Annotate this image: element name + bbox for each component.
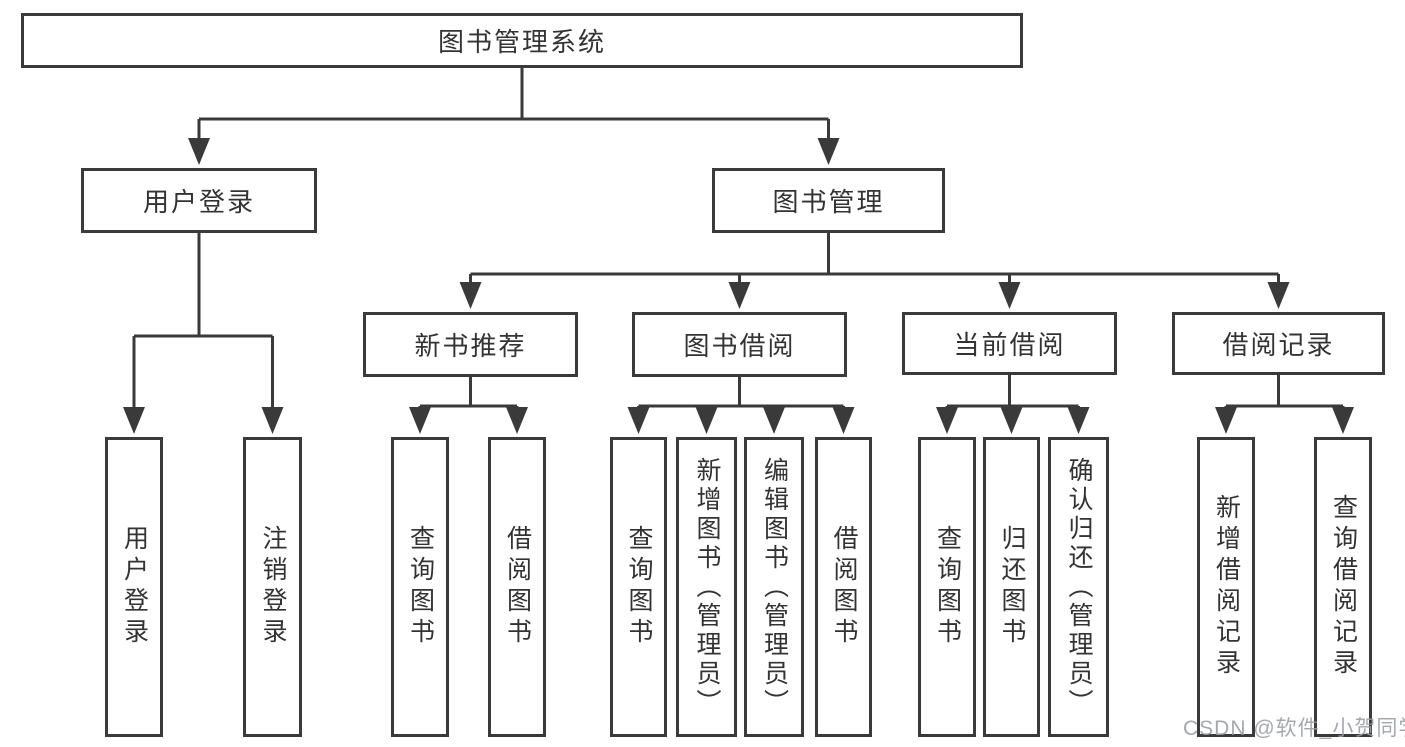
node-leaf-bb-borrow: 借阅图书: [815, 437, 872, 737]
node-label-leaf-logout: 注销登录: [259, 525, 287, 649]
node-leaf-cb-query: 查询图书: [918, 437, 976, 737]
node-leaf-bb-edit: 编辑图书（管理员）: [744, 437, 804, 737]
csdn-watermark: CSDN @软件_小贺同学: [1183, 717, 1405, 740]
node-label-current-borrow: 当前借阅: [953, 330, 1066, 360]
node-label-leaf-br-query: 查询借阅记录: [1329, 494, 1358, 680]
arrowhead-to-leaf-nb-borrow: [506, 407, 528, 434]
node-leaf-bb-add: 新增图书（管理员）: [676, 437, 737, 737]
node-leaf-cb-confirm: 确认归还（管理员）: [1048, 437, 1109, 737]
node-root: 图书管理系统: [21, 13, 1023, 68]
arrowhead-to-leaf-nb-query: [409, 407, 431, 434]
node-label-book-borrow: 图书借阅: [683, 331, 796, 361]
arrowhead-to-leaf-bb-query: [627, 407, 650, 434]
arrowhead-to-new-book-rec: [459, 282, 482, 309]
edges-from-book-mgmt: [469, 231, 1280, 291]
arrowhead-to-leaf-user-login: [123, 407, 145, 434]
arrowhead-to-current-borrow: [998, 282, 1021, 309]
node-label-leaf-cb-return: 归还图书: [998, 525, 1026, 649]
node-borrow-records: 借阅记录: [1172, 312, 1385, 375]
node-leaf-user-login: 用户登录: [105, 437, 163, 737]
node-user-login: 用户登录: [81, 168, 317, 233]
arrowhead-to-leaf-cb-confirm: [1067, 407, 1090, 434]
node-leaf-bb-query: 查询图书: [610, 437, 667, 737]
node-book-mgmt: 图书管理: [712, 168, 945, 233]
node-current-borrow: 当前借阅: [902, 312, 1117, 375]
node-label-leaf-cb-query: 查询图书: [933, 525, 962, 649]
arrowhead-to-leaf-cb-return: [1000, 407, 1023, 434]
edges-from-book-borrow: [637, 375, 845, 416]
arrowhead-to-borrow-records: [1267, 282, 1290, 309]
node-label-borrow-records: 借阅记录: [1222, 330, 1335, 360]
node-label-leaf-user-login: 用户登录: [120, 525, 149, 649]
arrowhead-to-book-mgmt: [817, 138, 840, 165]
node-leaf-cb-return: 归还图书: [983, 437, 1040, 737]
node-label-leaf-bb-add: 新增图书（管理员）: [693, 456, 721, 718]
node-label-root: 图书管理系统: [437, 27, 606, 57]
node-leaf-br-query: 查询借阅记录: [1314, 437, 1372, 737]
node-label-leaf-bb-query: 查询图书: [625, 525, 653, 649]
arrowhead-to-user-login: [188, 138, 210, 165]
arrowhead-to-leaf-bb-add: [695, 407, 718, 434]
node-label-leaf-br-add: 新增借阅记录: [1212, 494, 1241, 680]
node-label-leaf-bb-edit: 编辑图书（管理员）: [760, 456, 789, 718]
node-label-user-login: 用户登录: [142, 187, 255, 217]
edges-from-borrow-records: [1224, 373, 1345, 416]
node-leaf-nb-query: 查询图书: [391, 437, 449, 737]
edges-from-new-book-rec: [418, 375, 519, 416]
node-label-leaf-nb-query: 查询图书: [406, 525, 435, 649]
arrowhead-to-leaf-logout: [261, 407, 284, 434]
arrowhead-to-leaf-bb-edit: [763, 407, 785, 434]
node-leaf-br-add: 新增借阅记录: [1197, 437, 1255, 737]
node-label-leaf-cb-confirm: 确认归还（管理员）: [1065, 456, 1093, 718]
arrowhead-to-leaf-br-query: [1332, 407, 1354, 434]
node-label-book-mgmt: 图书管理: [772, 187, 885, 217]
edges-from-user-login: [132, 231, 274, 416]
edges-from-root: [197, 66, 830, 147]
arrowhead-to-book-borrow: [728, 282, 751, 309]
node-book-borrow: 图书借阅: [632, 312, 847, 377]
node-label-new-book-rec: 新书推荐: [414, 331, 527, 361]
node-label-leaf-nb-borrow: 借阅图书: [503, 525, 532, 649]
node-leaf-logout: 注销登录: [243, 437, 302, 737]
node-leaf-nb-borrow: 借阅图书: [488, 437, 546, 737]
arrowhead-to-leaf-bb-borrow: [832, 407, 855, 434]
arrowhead-to-leaf-br-add: [1215, 407, 1237, 434]
arrowhead-to-leaf-cb-query: [936, 407, 958, 434]
node-label-leaf-bb-borrow: 借阅图书: [830, 525, 858, 649]
node-new-book-rec: 新书推荐: [363, 312, 578, 377]
